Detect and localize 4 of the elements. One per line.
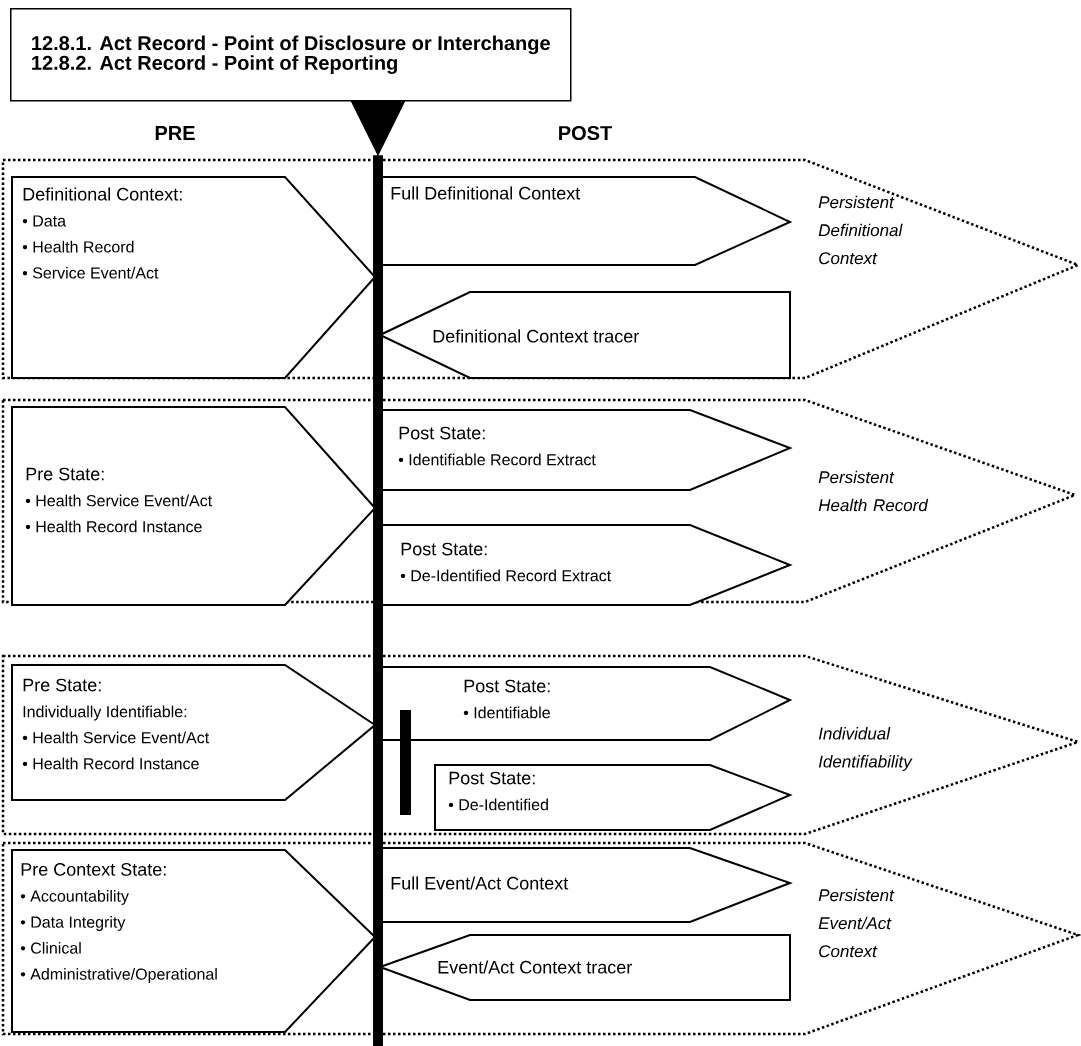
column-heading: PRE (155, 126, 195, 140)
arrow (351, 101, 405, 156)
title-box: 12.8.1. Act Record - Point of Disclosure or Interchange 12.8.2. Act Record - Point of Reporting (10, 8, 572, 102)
column-heading: POST (559, 125, 612, 141)
